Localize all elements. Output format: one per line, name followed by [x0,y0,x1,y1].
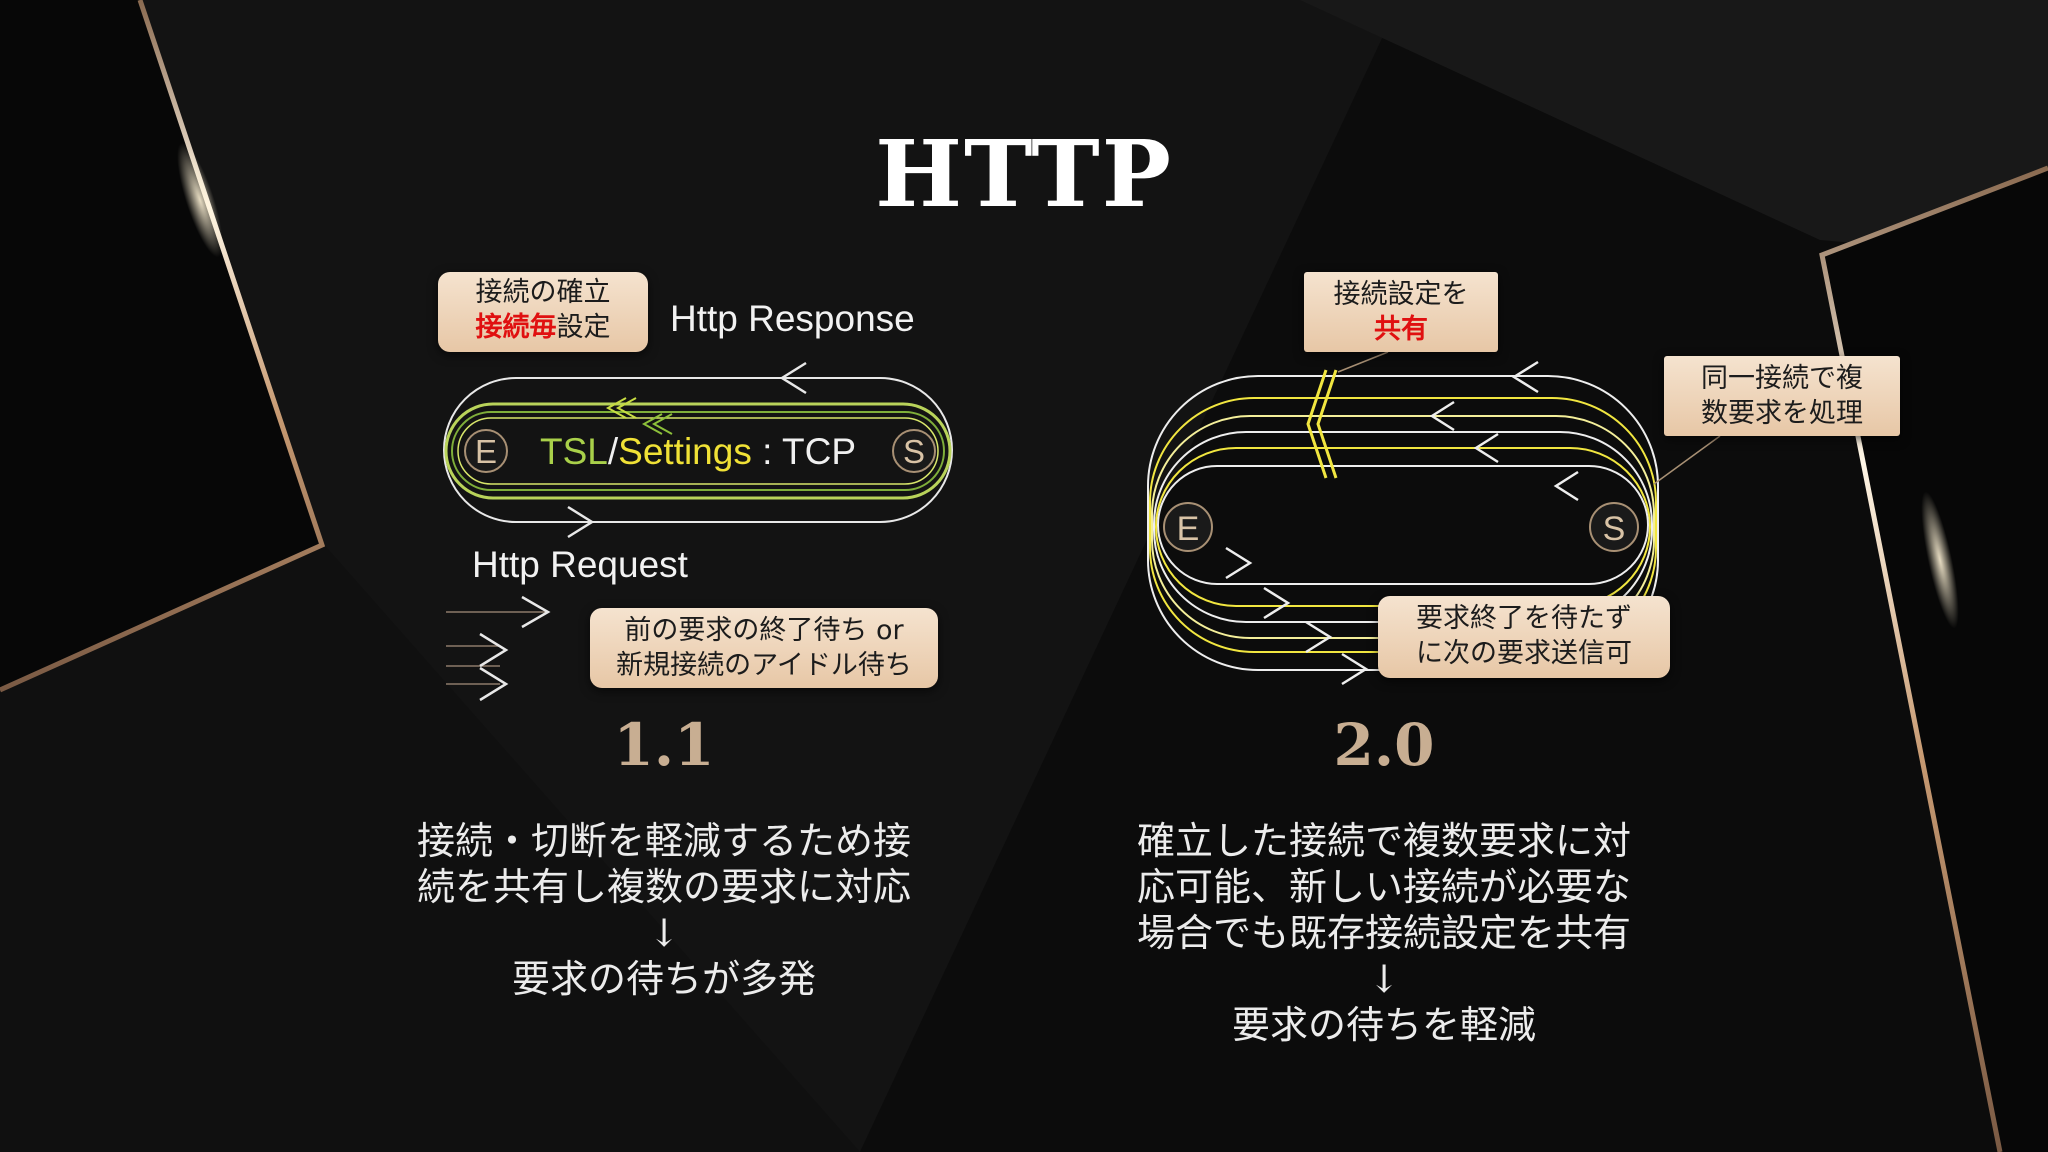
http11-connection-loop [443,377,953,523]
note-no-wait: 要求終了を待たず に次の要求送信可 [1378,596,1670,678]
http20-node-e-label: E [1177,510,1200,548]
http11-tls-loop [444,402,952,500]
http11-endpoint-e [464,429,508,473]
settings-label: Settings [618,431,752,472]
note-multiplexing: 同一接続で複 数要求を処理 [1664,356,1900,436]
http-request-label: Http Request [472,544,688,585]
http11-description: 接続・切断を軽減するため接 続を共有し複数の要求に対応 ↓ 要求の待ちが多発 [416,819,911,1001]
version-1-1: 1.1 [613,711,715,779]
http20-node-s-label: S [1603,510,1626,548]
http11-response-arrow [779,361,807,395]
queued-request-arrow [479,632,509,668]
http11-channel-text: TSL/Settings : TCP [540,431,856,472]
queued-request-arrow [521,595,551,629]
http11-node-e-label: E [475,433,497,470]
http20-endpoint-e [1163,502,1213,552]
slide-title: HTTP [875,120,1173,228]
http20-description: 確立した接続で複数要求に対 応可能、新しい接続が必要な 場合でも既存接続設定を共… [1136,819,1631,1047]
stream-loop [1155,447,1651,607]
tcp-label: : TCP [752,431,856,472]
version-2-0: 2.0 [1333,711,1435,779]
note-connection-per-request: 接続の確立 接続毎設定 [438,272,648,352]
stream-loop [1153,431,1653,623]
note-shared-settings: 接続設定を 共有 [1304,272,1498,352]
stream-loop [1157,465,1649,585]
tsl-label: TSL [540,431,608,472]
http11-request-arrow [567,505,595,539]
note-waiting: 前の要求の終了待ち or 新規接続のアイドル待ち [590,608,938,688]
http-response-label: Http Response [670,298,915,339]
queued-request-arrow [479,666,509,702]
http11-endpoint-s [892,429,936,473]
http11-node-s-label: S [903,433,925,470]
http20-endpoint-s [1589,502,1639,552]
